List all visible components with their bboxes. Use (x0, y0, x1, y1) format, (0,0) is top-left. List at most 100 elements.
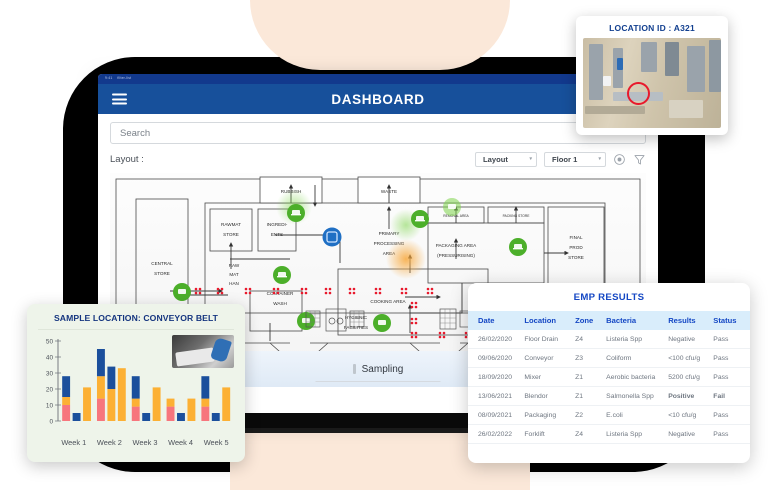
toolbar-row: Layout : Layout ▾ Floor 1 ▾ (110, 151, 646, 167)
room-label-rawmat-1: RAWMAT (221, 222, 241, 227)
bar-segment-blue (131, 376, 140, 399)
room-label-rawmat-2: STORE (223, 232, 239, 237)
bar-segment-orange (152, 387, 161, 421)
bar-segment-orange (107, 389, 116, 421)
x-label-week-4: Week 4 (168, 438, 194, 447)
cell-bacteria: E.coli (606, 405, 669, 425)
cell-zone: Z4 (575, 330, 607, 349)
hamburger-icon[interactable] (112, 93, 127, 105)
bar-segment-orange (222, 387, 231, 421)
app-header: DASHBOARD (98, 84, 658, 114)
y-tick-label: 0 (49, 419, 53, 426)
bar-segment-orange (187, 398, 196, 421)
room-label-container-1: CONTAINER (267, 291, 294, 296)
cell-zone: Z4 (575, 424, 607, 444)
room-label-primary-2: PROCESSING (374, 241, 405, 246)
room-label-central-1: CENTRAL (151, 261, 173, 266)
x-label-week-1: Week 1 (61, 438, 87, 447)
bar-segment-orange (166, 398, 175, 407)
green-sample-marker (411, 210, 429, 228)
room-label-packaging-2: (PRESSURISING) (437, 253, 475, 258)
bar-segment-pink (62, 405, 71, 421)
green-sample-marker (443, 198, 461, 216)
cell-bacteria: Coliform (606, 348, 669, 368)
y-tick-label: 50 (46, 339, 54, 346)
y-tick-label: 20 (46, 387, 54, 394)
bar-segment-orange (96, 376, 105, 399)
cell-results: Negative (668, 330, 714, 349)
cell-status: Pass (713, 405, 750, 425)
location-card-title: LOCATION ID : A321 (609, 23, 695, 33)
sampling-underline (315, 380, 441, 382)
target-icon[interactable] (613, 153, 626, 166)
room-label-rawmat-hand-2: MAT (229, 272, 239, 277)
floor-select[interactable]: Floor 1 ▾ (544, 151, 606, 167)
sampling-label: Sampling (361, 363, 404, 375)
layout-select-value: Layout (483, 154, 508, 164)
bar-segment-orange (83, 387, 91, 421)
browser-chrome-strip: 9:41 filter-list (98, 74, 658, 84)
swab-sampling-photo (172, 335, 234, 368)
layout-select[interactable]: Layout ▾ (475, 151, 537, 167)
bar-segment-blue (107, 366, 116, 389)
cell-location: Floor Drain (524, 330, 576, 349)
x-label-week-2: Week 2 (96, 438, 122, 447)
bar-segment-blue (96, 349, 105, 377)
room-label-ingred-2: ENTS (271, 232, 283, 237)
col-header-date: Date (468, 311, 525, 330)
chrome-tick-time: 9:41 (105, 76, 113, 81)
room-label-ingred-1: INGREDI- (267, 222, 288, 227)
blue-sample-marker (322, 227, 342, 247)
cell-zone: Z1 (575, 386, 607, 406)
cell-zone: Z3 (575, 348, 607, 368)
room-label-primary-1: PRIMARY (379, 231, 400, 236)
col-header-bacteria: Bacteria (606, 311, 669, 330)
bar-segment-orange (201, 398, 210, 407)
cell-bacteria: Salmonella Spp (606, 386, 669, 406)
cell-location: Packaging (524, 405, 576, 425)
location-photo (583, 38, 721, 128)
layout-label: Layout : (110, 153, 144, 165)
room-label-central-2: STORE (154, 271, 170, 276)
location-card[interactable]: LOCATION ID : A321 (576, 16, 728, 135)
laptop-foot (230, 428, 530, 433)
bar-segment-pink (201, 406, 210, 421)
room-label-final-1: FINAL (569, 235, 582, 240)
orange-heat-marker (386, 239, 426, 279)
bar-segment-orange (117, 368, 126, 421)
cell-status: Pass (713, 348, 750, 368)
cell-results: <10 cfu/g (668, 405, 714, 425)
room-label-hygienic-1: HYGIENIC (345, 315, 368, 320)
room-label-hygienic-2: FACILITIES (344, 325, 368, 330)
search-input[interactable]: Search (110, 122, 646, 144)
x-label-week-5: Week 5 (203, 438, 229, 447)
room-label-removal: REMOVAL AREA (443, 214, 469, 218)
funnel-icon[interactable] (633, 153, 646, 166)
cell-results: 5200 cfu/g (668, 367, 714, 387)
results-title: EMP RESULTS (573, 292, 645, 303)
cell-results: <100 cfu/g (668, 348, 714, 368)
cell-location: Mixer (524, 367, 576, 387)
cell-date: 18/09/2020 (468, 367, 525, 387)
cell-location: Conveyor (524, 348, 576, 368)
cell-status: Fail (713, 386, 750, 406)
bar-segment-blue (201, 376, 210, 399)
cell-bacteria: Listeria Spp (606, 330, 669, 349)
bar-segment-blue (72, 413, 81, 421)
room-label-final-2: PROD (569, 245, 583, 250)
green-sample-marker (509, 238, 527, 256)
chevron-down-icon: ▾ (529, 156, 532, 162)
